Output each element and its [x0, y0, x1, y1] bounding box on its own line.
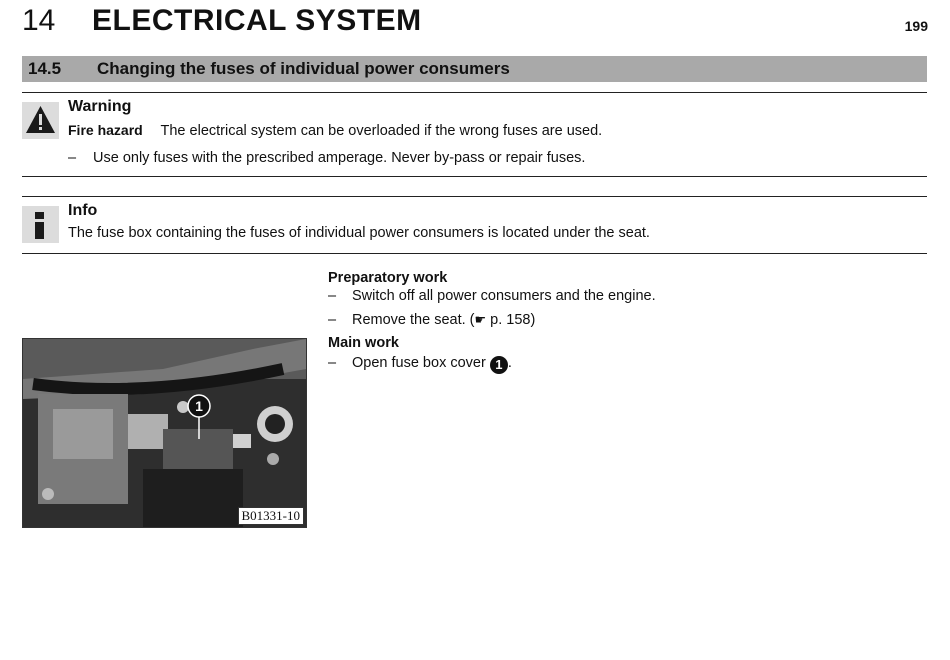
warning-bullet-text: Use only fuses with the prescribed amper… [93, 150, 586, 166]
divider [22, 176, 927, 177]
main-work-step: –Open fuse box cover 1. [328, 355, 512, 374]
step-text: Switch off all power consumers and the e… [352, 288, 656, 304]
preparatory-step: –Switch off all power consumers and the … [328, 288, 656, 304]
page-number: 199 [904, 18, 928, 34]
warning-label: Fire hazard [68, 122, 143, 138]
divider [22, 92, 927, 93]
section-header: 14.5 Changing the fuses of individual po… [22, 56, 927, 82]
step-text: Remove the seat. ( [352, 312, 475, 328]
divider [22, 196, 927, 197]
warning-text: The electrical system can be overloaded … [160, 123, 603, 139]
section-number: 14.5 [28, 59, 62, 78]
figure-label: B01331-10 [237, 507, 304, 525]
page-reference-link[interactable]: p. 158) [486, 312, 536, 328]
info-icon [22, 206, 59, 243]
preparatory-heading: Preparatory work [328, 270, 448, 286]
preparatory-step: –Remove the seat. (☛ p. 158) [328, 312, 535, 328]
chapter-number: 14 [22, 4, 56, 37]
step-dash: – [328, 312, 337, 328]
main-work-heading: Main work [328, 335, 399, 351]
chapter-title: ELECTRICAL SYSTEM [92, 4, 422, 37]
step-suffix: . [507, 355, 512, 371]
fuse-box-photo: 1 B01331-10 [22, 338, 307, 528]
step-dash: – [328, 288, 337, 304]
pointing-hand-icon: ☛ [474, 312, 487, 327]
divider [22, 253, 927, 254]
warning-bullet: –Use only fuses with the prescribed ampe… [68, 150, 585, 166]
step-text: Open fuse box cover [352, 355, 490, 371]
bullet-dash: – [68, 150, 77, 166]
warning-text-line: Fire hazard The electrical system can be… [68, 122, 602, 139]
info-title: Info [68, 202, 98, 219]
info-text: The fuse box containing the fuses of ind… [68, 225, 650, 241]
figure-callout: 1 [195, 398, 203, 414]
warning-triangle-icon [22, 102, 59, 139]
warning-title: Warning [68, 98, 132, 115]
step-dash: – [328, 355, 337, 371]
section-title: Changing the fuses of individual power c… [97, 59, 510, 78]
callout-marker: 1 [489, 356, 508, 374]
